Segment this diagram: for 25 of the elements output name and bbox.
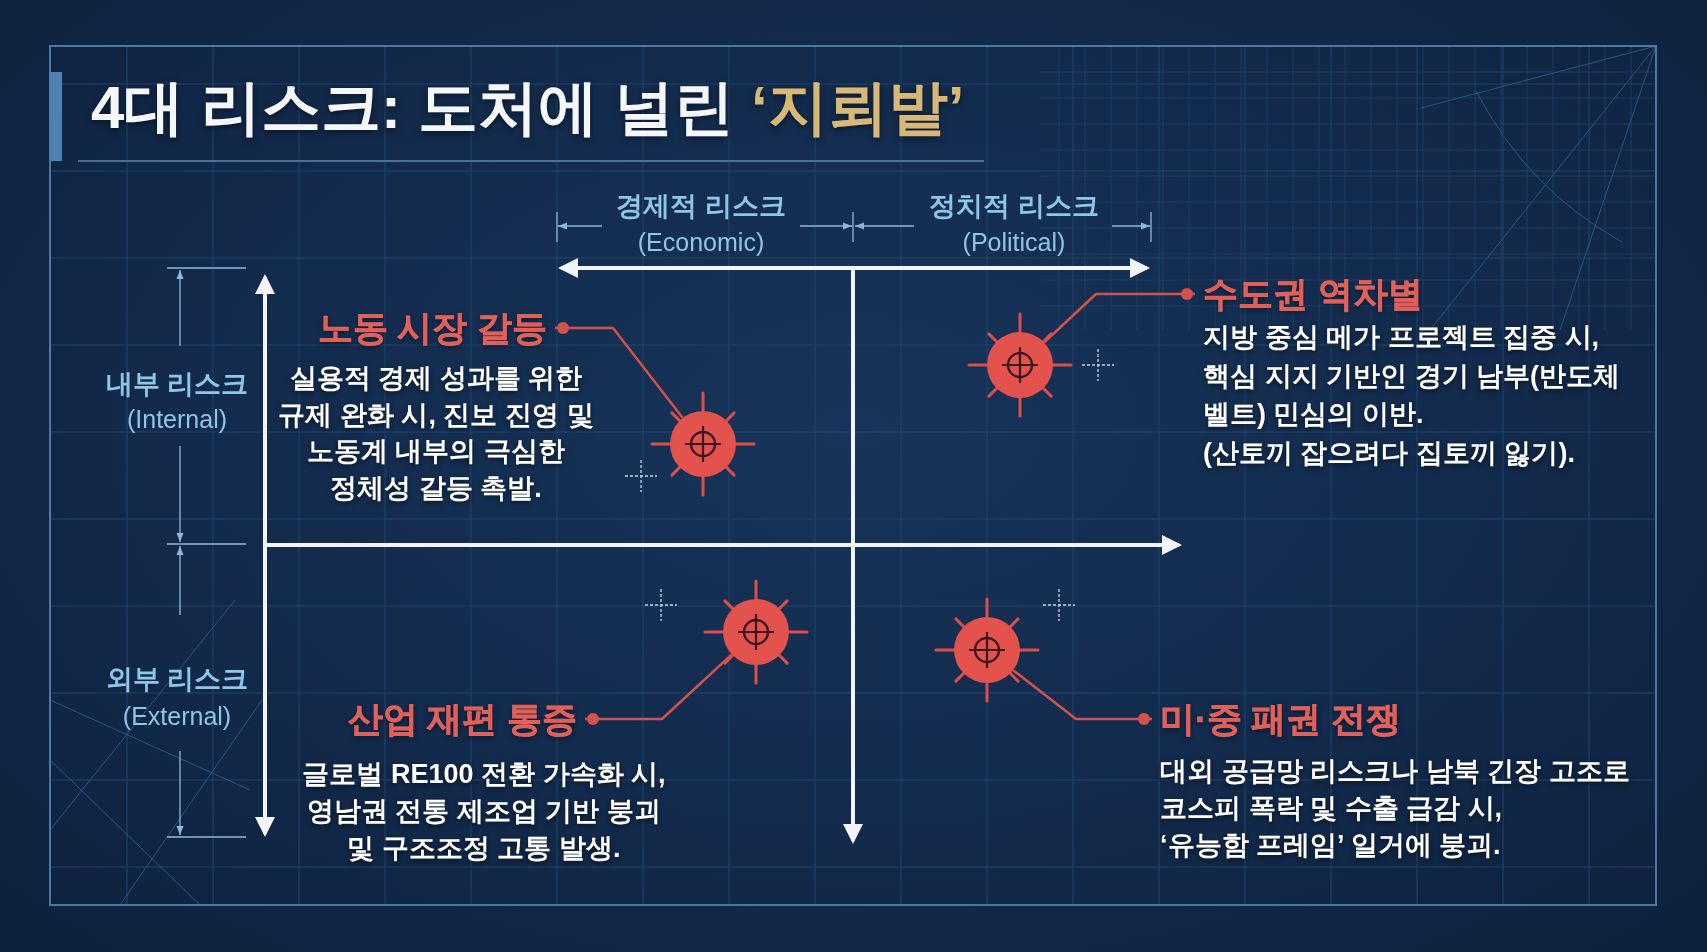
- axis-label: 정치적 리스크: [929, 191, 1099, 223]
- axis-label: 외부 리스크: [105, 664, 249, 696]
- leader-line: [1043, 288, 1195, 344]
- axis-label: (Political): [962, 227, 1066, 257]
- risk-heading: 수도권 역차별: [1195, 272, 1431, 316]
- mine-icon: [702, 578, 810, 686]
- risk-description: 지방 중심 메가 프로젝트 집중 시, 핵심 지지 기반인 경기 남부(반도체 벨트) 민심의 이반. (산토끼 잡으려다 집토끼 잃기).: [1203, 321, 1620, 470]
- risk-description: 실용적 경제 성과를 위한 규제 완화 시, 진보 진영 및 노동계 내부의 극심한 정체성 갈등 촉발.: [278, 362, 594, 505]
- mine-icon: [649, 390, 757, 498]
- axis-label: 경제적 리스크: [616, 191, 786, 223]
- axis-label: (Internal): [127, 404, 227, 434]
- mine-icon: [966, 311, 1074, 419]
- mine-icon: [933, 596, 1041, 704]
- leader-line: [1012, 669, 1152, 725]
- leader-line: [555, 322, 684, 419]
- leader-line: [585, 653, 733, 725]
- axis-label: (Economic): [637, 227, 765, 257]
- risk-description: 대외 공급망 리스크나 남북 긴장 고조로 코스피 폭락 및 수출 급감 시, ‘유능함 프레임’ 일거에 붕괴.: [1160, 755, 1630, 862]
- axis-label: 내부 리스크: [105, 369, 249, 401]
- axis-label: (External): [122, 701, 232, 731]
- title: 4대 리스크: 도처에 널린 ‘지뢰밭’: [91, 73, 965, 143]
- risk-heading: 미·중 패권 전쟁: [1152, 697, 1410, 741]
- risk-heading: 산업 재편 통증: [339, 697, 585, 741]
- risk-heading: 노동 시장 갈등: [309, 306, 555, 350]
- risk-description: 글로벌 RE100 전환 가속화 시, 영남권 전통 제조업 기반 붕괴 및 구조조정 고통 발생.: [302, 758, 666, 865]
